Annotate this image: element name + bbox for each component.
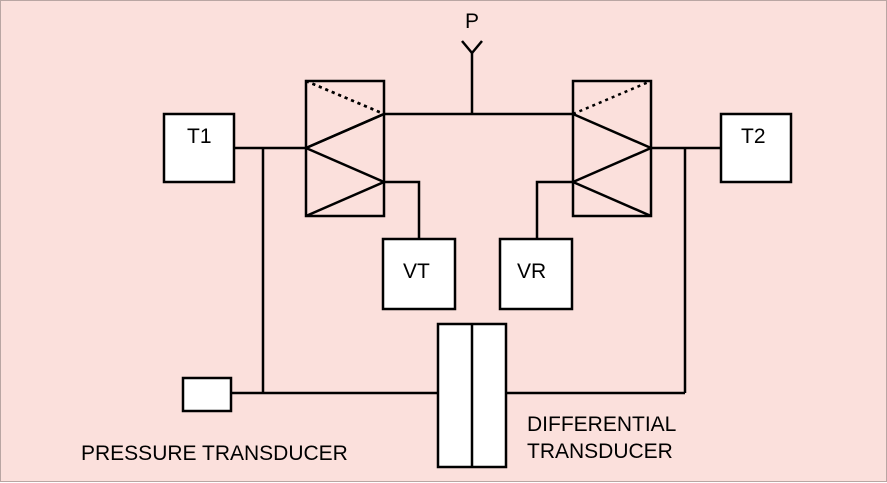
differential-transducer [436, 322, 508, 469]
label-pressure-transducer: PRESSURE TRANSDUCER [81, 442, 348, 465]
left-valve-dotted [305, 79, 385, 150]
right-valve-dotted [572, 79, 652, 116]
vr-line [535, 180, 573, 239]
label-vt: VT [403, 260, 430, 283]
left-valve-block [304, 79, 386, 218]
vt-box [381, 237, 457, 311]
vt-line [384, 180, 421, 239]
label-t2: T2 [741, 125, 766, 148]
label-t1: T1 [187, 125, 212, 148]
label-vr: VR [517, 260, 546, 283]
pressure-port [461, 40, 483, 114]
label-differential-line2: TRANSDUCER [527, 440, 673, 463]
right-valve-block [571, 79, 653, 218]
t2-box [719, 112, 793, 184]
pressure-transducer-box [181, 376, 233, 413]
label-differential-line1: DIFFERENTIAL [527, 413, 676, 436]
t1-box [162, 112, 236, 184]
vr-box [498, 237, 574, 311]
label-p: P [465, 10, 479, 33]
